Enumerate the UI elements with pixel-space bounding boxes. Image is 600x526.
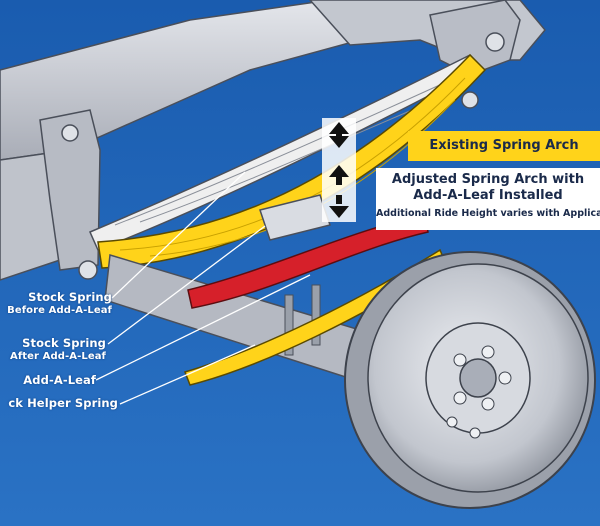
adjusted-arch-line1: Adjusted Spring Arch with	[391, 172, 585, 187]
label-stock-spring-before-line2: Before Add-A-Leaf	[7, 305, 112, 316]
label-stock-spring-before-line1: Stock Spring	[28, 290, 112, 304]
brake-drum	[344, 251, 596, 509]
label-stock-spring-after-line2: After Add-A-Leaf	[9, 351, 106, 362]
leader-lines	[95, 171, 311, 405]
ride-height-note: Additional Ride Height varies with Appli…	[376, 208, 600, 219]
label-helper-spring: ck Helper Spring	[8, 396, 118, 410]
leader-stock-spring-before	[111, 171, 246, 299]
existing-spring-arch-label: Existing Spring Arch	[408, 131, 600, 161]
arch-arrows	[322, 118, 356, 222]
add-a-leaf	[187, 214, 429, 309]
spring-hanger-left	[39, 109, 101, 280]
label-add-a-leaf: Add-A-Leaf	[23, 373, 96, 387]
label-stock-spring-after: Stock Spring After Add-A-Leaf	[0, 336, 106, 364]
adjusted-arch-line2: Add-A-Leaf Installed	[413, 188, 563, 203]
spring-hanger-right	[429, 0, 521, 109]
leader-helper-spring	[119, 344, 256, 405]
u-bolt-assembly	[259, 194, 331, 356]
adjusted-spring-arch-box: Adjusted Spring Arch with Add-A-Leaf Ins…	[376, 168, 600, 230]
leader-stock-spring-after	[107, 225, 266, 345]
leader-add-a-leaf	[95, 274, 311, 381]
label-stock-spring-after-line1: Stock Spring	[22, 336, 106, 350]
label-stock-spring-before: Stock Spring Before Add-A-Leaf	[0, 290, 112, 318]
